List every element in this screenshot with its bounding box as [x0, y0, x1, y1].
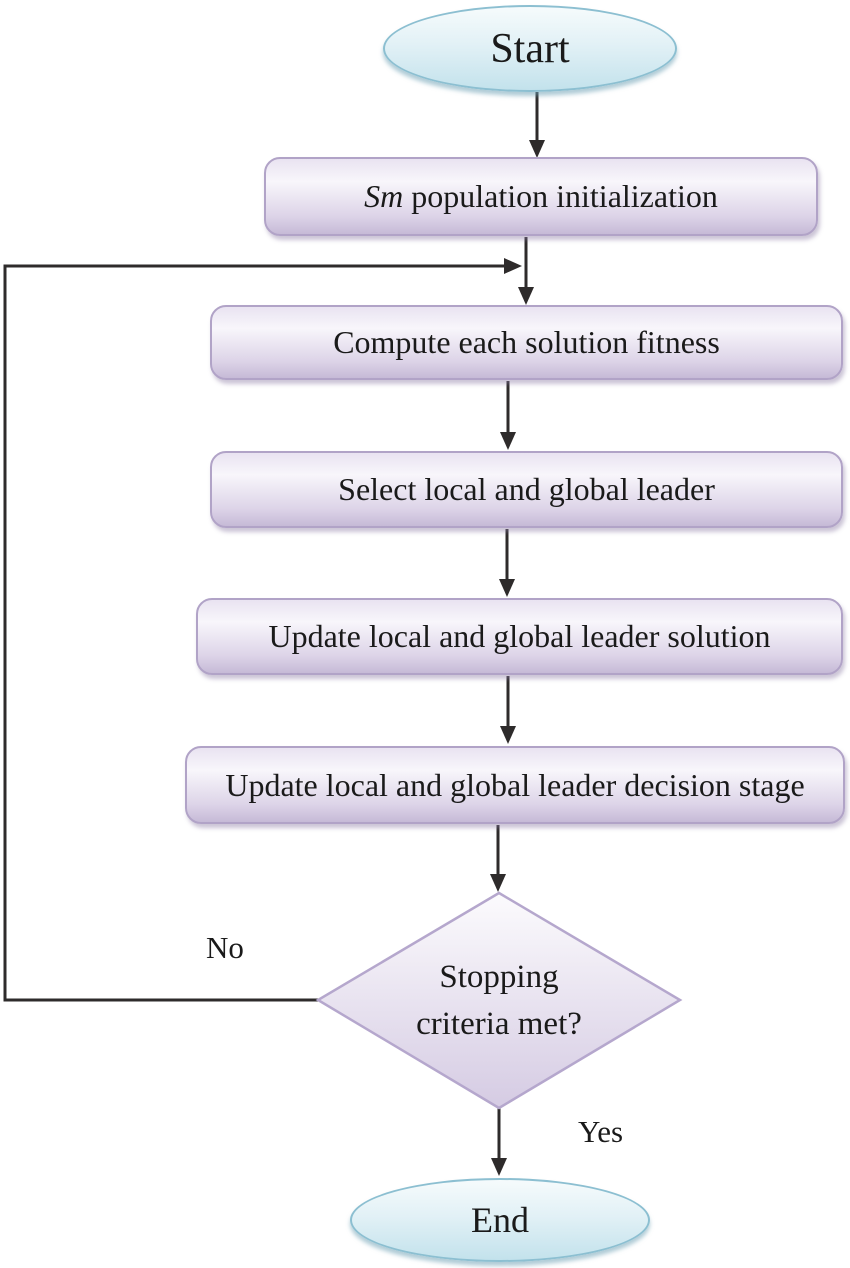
start-node: Start: [383, 5, 677, 92]
process-node-update-leader-solution: Update local and global leader solution: [196, 598, 843, 675]
edge-init-compute: [518, 237, 534, 305]
edge-no-loop: [3, 258, 522, 1002]
edge-label-no: No: [206, 930, 244, 965]
edge-select-update: [499, 529, 515, 597]
process-label-emphasis: Sm: [364, 178, 404, 214]
decision-node-shape: [315, 891, 683, 1110]
edge-start-init: [529, 92, 545, 158]
edge-yes-end: [491, 1108, 507, 1176]
process-node-population-initialization: Sm population initialization: [264, 157, 818, 236]
process-label: Update local and global leader solution: [268, 618, 771, 654]
process-label-rest: population initialization: [403, 178, 718, 214]
process-label: Compute each solution fitness: [333, 324, 720, 360]
process-node-compute-fitness: Compute each solution fitness: [210, 305, 843, 380]
process-node-update-decision-stage: Update local and global leader decision …: [185, 746, 845, 824]
decision-label-line1: Stopping: [439, 958, 559, 995]
process-label: Sm population initialization: [364, 178, 718, 215]
end-label: End: [471, 1200, 529, 1240]
edge-update-decision-stage: [500, 676, 516, 744]
decision-label-line2: criteria met?: [416, 1005, 582, 1042]
process-label: Select local and global leader: [338, 471, 715, 507]
process-label: Update local and global leader decision …: [225, 766, 805, 803]
end-node: End: [350, 1178, 650, 1262]
process-node-select-leader: Select local and global leader: [210, 451, 843, 528]
edge-compute-select: [500, 381, 516, 450]
start-label: Start: [490, 25, 570, 72]
edge-stage-decision: [490, 825, 506, 892]
edge-label-yes: Yes: [578, 1114, 624, 1149]
decision-node-label: Stopping criteria met?: [318, 893, 680, 1108]
